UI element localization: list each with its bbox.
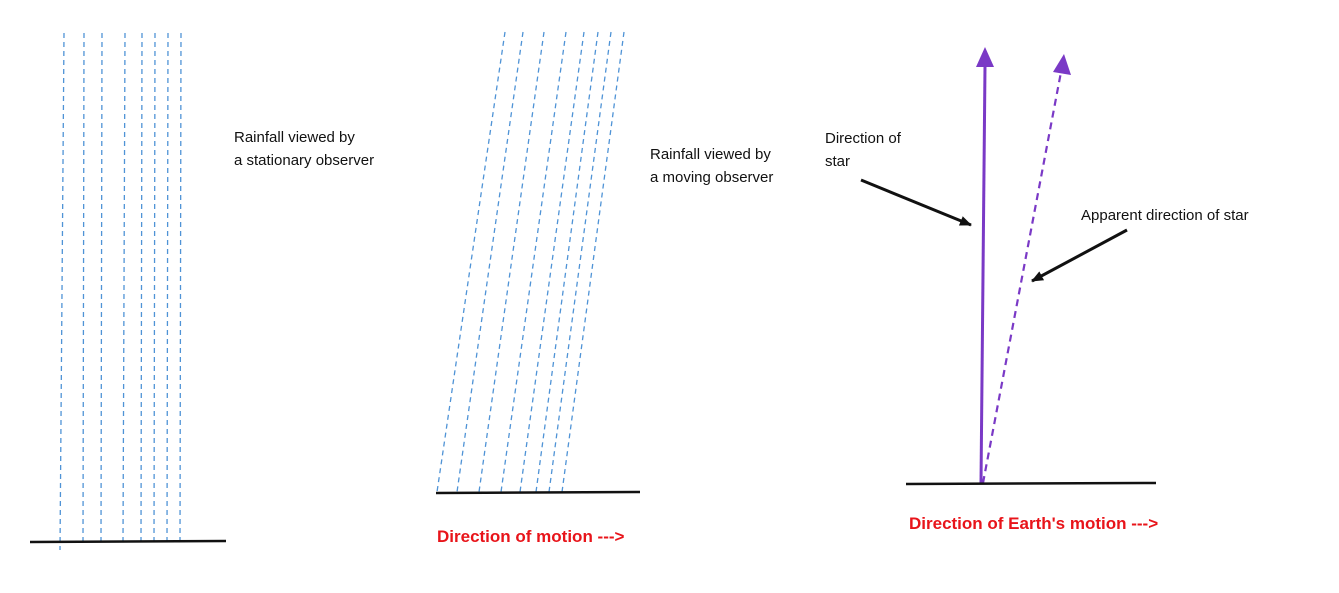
rain-line [122,32,126,543]
rain-line [140,32,143,543]
apparent-direction-arrowhead [1053,54,1071,75]
rain-line [561,31,625,493]
moving-label: Rainfall viewed by a moving observer [650,143,773,189]
star-direction-line [979,65,987,484]
moving-label-line2: a moving observer [650,169,774,186]
rain-line [82,32,85,543]
ground-line-moving [435,490,641,495]
stationary-label-line1: Rainfall viewed by [234,129,355,146]
rain-line [535,31,599,493]
direction-of-earth-motion-label: Direction of Earth's motion ---> [909,514,1159,533]
direction-of-motion-label: Direction of motion ---> [437,527,625,546]
rain-line [436,31,506,493]
star-pointer-arrow [860,178,972,227]
rain-line [153,32,156,543]
ground-line-stationary [29,539,227,544]
rain-line [59,32,65,551]
rain-line [500,31,567,493]
star-direction-label: Direction of star [825,127,901,173]
rain-line [519,31,585,493]
star-direction-label-line1: Direction of [825,130,901,147]
rain-line [166,32,169,543]
ground-line-earth [905,481,1157,486]
star-direction-label-line2: star [825,153,851,170]
rain-line [548,31,612,493]
stationary-label: Rainfall viewed by a stationary observer [234,126,374,172]
apparent-direction-label: Apparent direction of star [1081,207,1249,224]
moving-label-line1: Rainfall viewed by [650,146,771,163]
moving-rain-lines [436,31,625,493]
rain-line [478,31,545,493]
stationary-rain-lines [59,32,182,551]
rain-line [100,32,103,543]
star-direction-arrowhead [976,47,994,67]
rain-line [456,31,524,493]
apparent-pointer-arrow [1031,228,1128,283]
rain-line [179,32,182,543]
stationary-label-line2: a stationary observer [234,152,375,169]
apparent-direction-line [981,71,1063,484]
